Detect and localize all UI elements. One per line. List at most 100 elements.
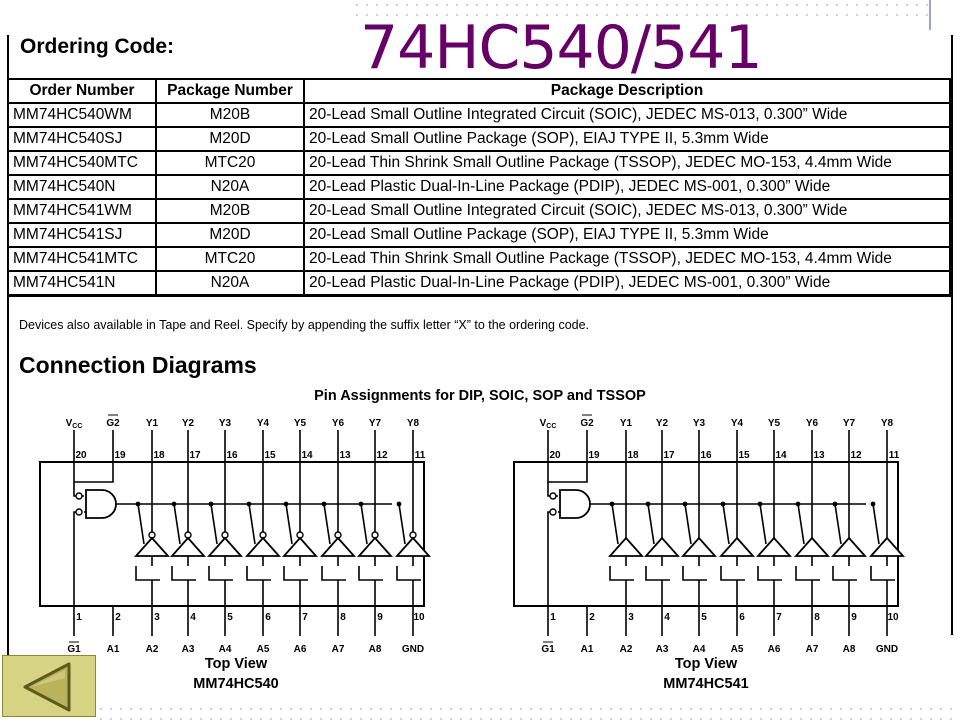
- right-caption-top-view: Top View: [674, 656, 738, 672]
- pin-number-bottom: 2: [589, 612, 595, 623]
- pin-number-top: 15: [738, 450, 750, 461]
- package-description-cell: 20-Lead Plastic Dual-In-Line Package (PD…: [303, 270, 951, 297]
- enable-line: [872, 503, 880, 545]
- pin-signal-label: Y3: [693, 418, 706, 429]
- order-number-cell: MM74HC541SJ: [7, 222, 157, 248]
- wire-g2: [548, 462, 588, 483]
- decorative-dot-grid-top: [352, 0, 936, 16]
- pin-number-top: 20: [75, 450, 87, 461]
- pin-number-top: 14: [775, 450, 787, 461]
- pin-number-bottom: 3: [628, 612, 634, 623]
- enable-line: [248, 503, 256, 545]
- ordering-code-heading: Ordering Code:: [20, 35, 175, 58]
- pin-signal-label: Y4: [257, 418, 270, 429]
- pin-signal-label: Y2: [182, 418, 195, 429]
- pin-signal-label-bottom: A4: [693, 644, 706, 655]
- package-number-cell: M20B: [155, 198, 305, 224]
- right-caption-part: MM74HC541: [663, 676, 749, 692]
- pin-signal-label: Y8: [407, 418, 420, 429]
- input-stair: [645, 556, 670, 581]
- package-description-cell: 20-Lead Small Outline Integrated Circuit…: [303, 102, 951, 128]
- package-body: [39, 461, 425, 607]
- pin-signal-label-bottom: A6: [768, 644, 781, 655]
- pin-number-top: 20: [549, 450, 561, 461]
- pin-signal-label-bottom: A6: [294, 644, 307, 655]
- package-number-cell: M20B: [155, 102, 305, 128]
- left-caption-part: MM74HC540: [193, 676, 279, 692]
- pin-signal-label: Y1: [620, 418, 633, 429]
- order-number-cell: MM74HC541WM: [7, 198, 157, 224]
- pin-number-top: 18: [153, 450, 165, 461]
- pin-number-bottom: 7: [776, 612, 782, 623]
- back-button[interactable]: [2, 655, 96, 717]
- inversion-bubble: [75, 508, 83, 516]
- enable-nand-gate: [559, 489, 591, 519]
- pin-signal-label: Y8: [881, 418, 894, 429]
- input-stair: [757, 556, 782, 581]
- enable-line: [137, 503, 145, 545]
- package-number-cell: M20D: [155, 222, 305, 248]
- pin-number-bottom: 10: [887, 612, 899, 623]
- input-stair: [832, 556, 857, 581]
- input-stair: [870, 556, 895, 581]
- input-stair: [720, 556, 745, 581]
- package-number-cell: MTC20: [155, 150, 305, 176]
- pin-number-top: 16: [226, 450, 238, 461]
- pin-signal-label-bottom: A5: [257, 644, 270, 655]
- pin-number-bottom: 4: [664, 612, 670, 623]
- enable-line: [759, 503, 767, 545]
- pin-signal-label-bottom: A8: [843, 644, 856, 655]
- pin-signal-label: Y6: [332, 418, 345, 429]
- pin-signal-label-bottom: A3: [182, 644, 195, 655]
- pin-signal-label-bottom: A1: [107, 644, 120, 655]
- order-number-cell: MM74HC540SJ: [7, 126, 157, 152]
- pin-number-top: 12: [850, 450, 862, 461]
- left-caption-top-view: Top View: [204, 656, 268, 672]
- pin-signal-label: G2: [106, 418, 120, 429]
- pin-number-top: 11: [415, 450, 426, 461]
- order-number-cell: MM74HC540WM: [7, 102, 157, 128]
- pin-signal-label-bottom: G1: [67, 644, 81, 655]
- package-description-cell: 20-Lead Small Outline Package (SOP), EIA…: [303, 222, 951, 248]
- input-stair: [283, 556, 308, 581]
- enable-line: [360, 503, 368, 545]
- enable-line: [398, 503, 406, 545]
- pin-signal-label: Y4: [731, 418, 744, 429]
- enable-line: [647, 503, 655, 545]
- package-number-cell: N20A: [155, 270, 305, 297]
- pin-signal-label-bottom: A3: [656, 644, 669, 655]
- pin-number-bottom: 8: [340, 612, 346, 623]
- pin-signal-label: Y2: [656, 418, 669, 429]
- enable-line: [684, 503, 692, 545]
- pin-signal-label-bottom: A1: [581, 644, 594, 655]
- pin-signal-label-bottom: A2: [620, 644, 633, 655]
- pin-signal-label: VCC: [540, 418, 557, 430]
- decorative-corner-box: [929, 0, 935, 30]
- pin-signal-label-bottom: G1: [541, 644, 555, 655]
- order-number-cell: MM74HC540N: [7, 174, 157, 200]
- package-number-cell: MTC20: [155, 246, 305, 272]
- package-description-cell: 20-Lead Thin Shrink Small Outline Packag…: [303, 246, 951, 272]
- input-stair: [682, 556, 707, 581]
- enable-nand-gate: [85, 489, 117, 519]
- triangle-left-icon: [23, 662, 71, 712]
- connection-diagrams-heading: Connection Diagrams: [19, 352, 257, 378]
- pin-number-bottom: 4: [190, 612, 196, 623]
- col-package-description: Package Description: [303, 78, 951, 104]
- pin-assignments-title: Pin Assignments for DIP, SOIC, SOP and T…: [314, 388, 646, 404]
- pin-number-top: 19: [114, 450, 126, 461]
- input-stair: [358, 556, 383, 581]
- pin-number-top: 13: [339, 450, 351, 461]
- input-stair: [246, 556, 271, 581]
- pin-number-bottom: 5: [227, 612, 233, 623]
- pin-signal-label: G2: [580, 418, 594, 429]
- package-number-cell: N20A: [155, 174, 305, 200]
- pin-number-bottom: 7: [302, 612, 308, 623]
- enable-line: [323, 503, 331, 545]
- pin-number-bottom: 10: [413, 612, 425, 623]
